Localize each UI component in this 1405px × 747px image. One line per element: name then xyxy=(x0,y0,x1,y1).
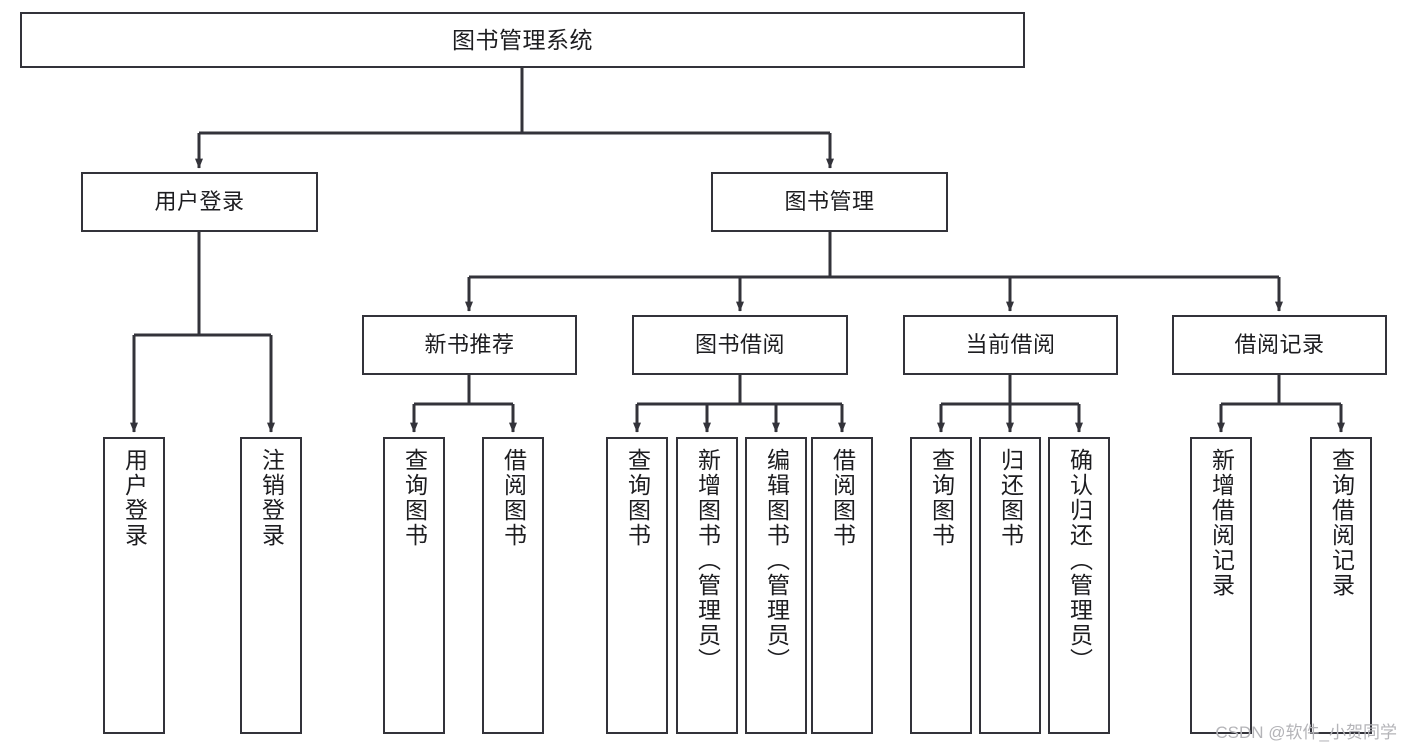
leaf-borrow-book-new-rec[interactable]: 借阅图书 xyxy=(482,437,544,734)
node-borrow-record[interactable]: 借阅记录 xyxy=(1172,315,1387,375)
leaf-user-logout[interactable]: 注销登录 xyxy=(240,437,302,734)
leaf-edit-book[interactable]: 编辑图书（管理员） xyxy=(745,437,807,734)
node-label: 查询图书 xyxy=(401,448,428,548)
node-label: 归还图书 xyxy=(997,448,1024,548)
node-book-borrow[interactable]: 图书借阅 xyxy=(632,315,848,375)
node-label: 查询图书 xyxy=(624,448,651,548)
leaf-user-login[interactable]: 用户登录 xyxy=(103,437,165,734)
node-root-system[interactable]: 图书管理系统 xyxy=(20,12,1025,68)
node-label: 确认归还（管理员） xyxy=(1066,448,1093,673)
node-label: 新书推荐 xyxy=(424,332,515,358)
node-label: 编辑图书（管理员） xyxy=(763,448,790,673)
node-new-book-rec[interactable]: 新书推荐 xyxy=(362,315,577,375)
node-label: 用户登录 xyxy=(121,448,148,548)
leaf-return-book[interactable]: 归还图书 xyxy=(979,437,1041,734)
node-label: 借阅图书 xyxy=(500,448,527,548)
node-label: 查询图书 xyxy=(928,448,955,548)
node-label: 用户登录 xyxy=(154,189,245,215)
node-book-manage[interactable]: 图书管理 xyxy=(711,172,948,232)
node-label: 图书借阅 xyxy=(694,332,785,358)
node-label: 注销登录 xyxy=(258,448,285,548)
node-user-login[interactable]: 用户登录 xyxy=(81,172,318,232)
node-label: 图书管理 xyxy=(784,189,875,215)
leaf-query-book-current[interactable]: 查询图书 xyxy=(910,437,972,734)
leaf-borrow-book-borrow[interactable]: 借阅图书 xyxy=(811,437,873,734)
node-label: 当前借阅 xyxy=(965,332,1056,358)
leaf-query-book-borrow[interactable]: 查询图书 xyxy=(606,437,668,734)
leaf-query-book-new-rec[interactable]: 查询图书 xyxy=(383,437,445,734)
node-label: 查询借阅记录 xyxy=(1328,448,1355,598)
leaf-add-borrow-record[interactable]: 新增借阅记录 xyxy=(1190,437,1252,734)
node-label: 借阅图书 xyxy=(829,448,856,548)
node-label: 图书管理系统 xyxy=(452,26,593,53)
node-label: 新增图书（管理员） xyxy=(694,448,721,673)
node-current-borrow[interactable]: 当前借阅 xyxy=(903,315,1118,375)
leaf-confirm-return[interactable]: 确认归还（管理员） xyxy=(1048,437,1110,734)
csdn-watermark: CSDN @软件_小贺同学 xyxy=(1215,723,1397,742)
node-label: 借阅记录 xyxy=(1234,332,1325,358)
leaf-query-borrow-record[interactable]: 查询借阅记录 xyxy=(1310,437,1372,734)
node-label: 新增借阅记录 xyxy=(1208,448,1235,598)
leaf-add-book[interactable]: 新增图书（管理员） xyxy=(676,437,738,734)
